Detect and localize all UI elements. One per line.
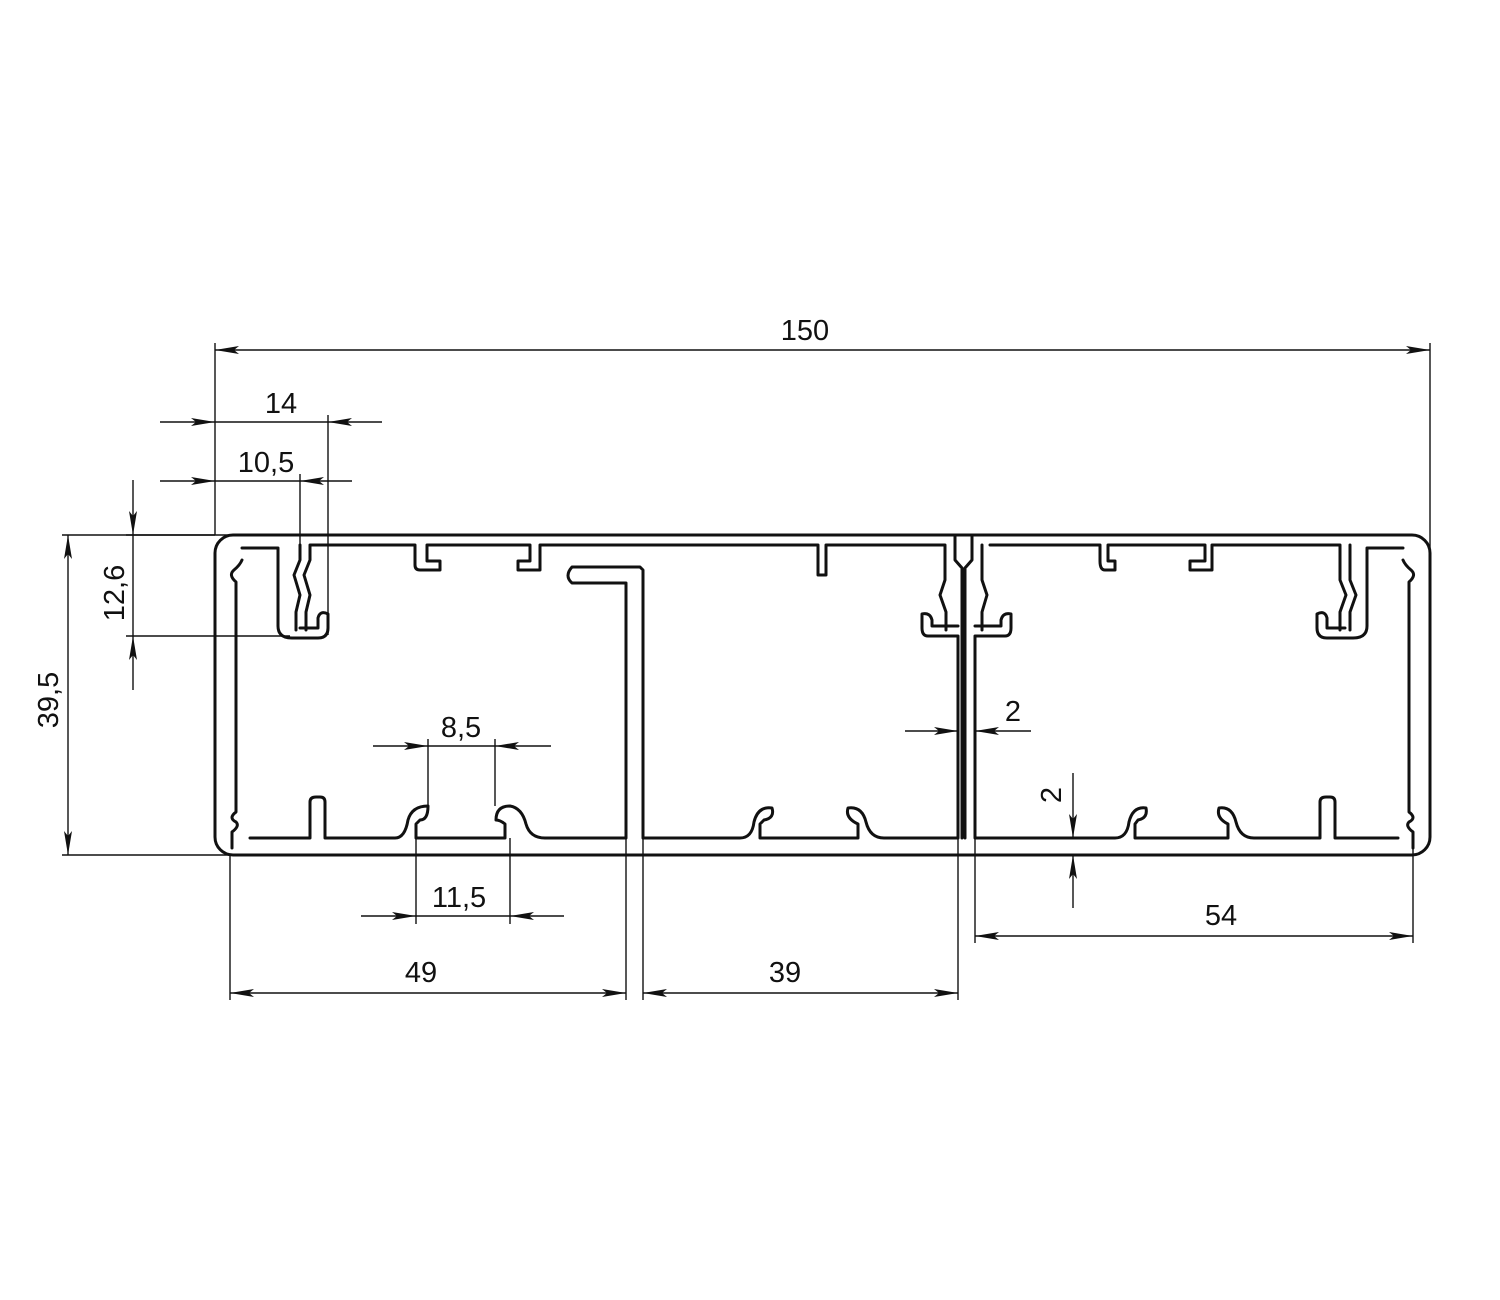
dimension-base-2: 2 <box>1036 773 1077 908</box>
dimension-39: 39 <box>642 838 959 1000</box>
dimension-label-8-5: 8,5 <box>441 712 481 744</box>
dimension-label-39-5: 39,5 <box>33 672 65 728</box>
dimension-49: 49 <box>229 838 627 1000</box>
dimension-label-divider-2: 2 <box>1005 696 1021 728</box>
dimension-8-5: 8,5 <box>373 712 551 806</box>
dimension-label-12-6: 12,6 <box>99 565 131 621</box>
base-outer-contour <box>213 533 1432 857</box>
dimension-label-11-5: 11,5 <box>432 882 486 914</box>
dimension-label-base-2: 2 <box>1036 787 1068 803</box>
dimension-11-5: 11,5 <box>361 838 564 924</box>
trunking-profile <box>213 533 1432 857</box>
dimension-150: 150 <box>214 315 1431 548</box>
dimension-label-14: 14 <box>265 388 297 420</box>
dimension-label-49: 49 <box>405 957 437 989</box>
dimension-divider-2: 2 <box>905 696 1031 735</box>
base-inner-contour <box>229 546 1416 850</box>
dimension-10-5: 10,5 <box>160 447 352 545</box>
dimension-label-54: 54 <box>1205 900 1237 932</box>
dimension-label-10-5: 10,5 <box>238 447 294 479</box>
dimension-label-150: 150 <box>781 315 829 347</box>
dimension-54: 54 <box>974 838 1414 943</box>
dimension-12-6: 12,6 <box>99 480 300 690</box>
dimension-14: 14 <box>160 388 382 635</box>
dimension-label-39: 39 <box>769 957 801 989</box>
cover-contour <box>292 533 1358 840</box>
dimension-39-5: 39,5 <box>33 534 232 856</box>
